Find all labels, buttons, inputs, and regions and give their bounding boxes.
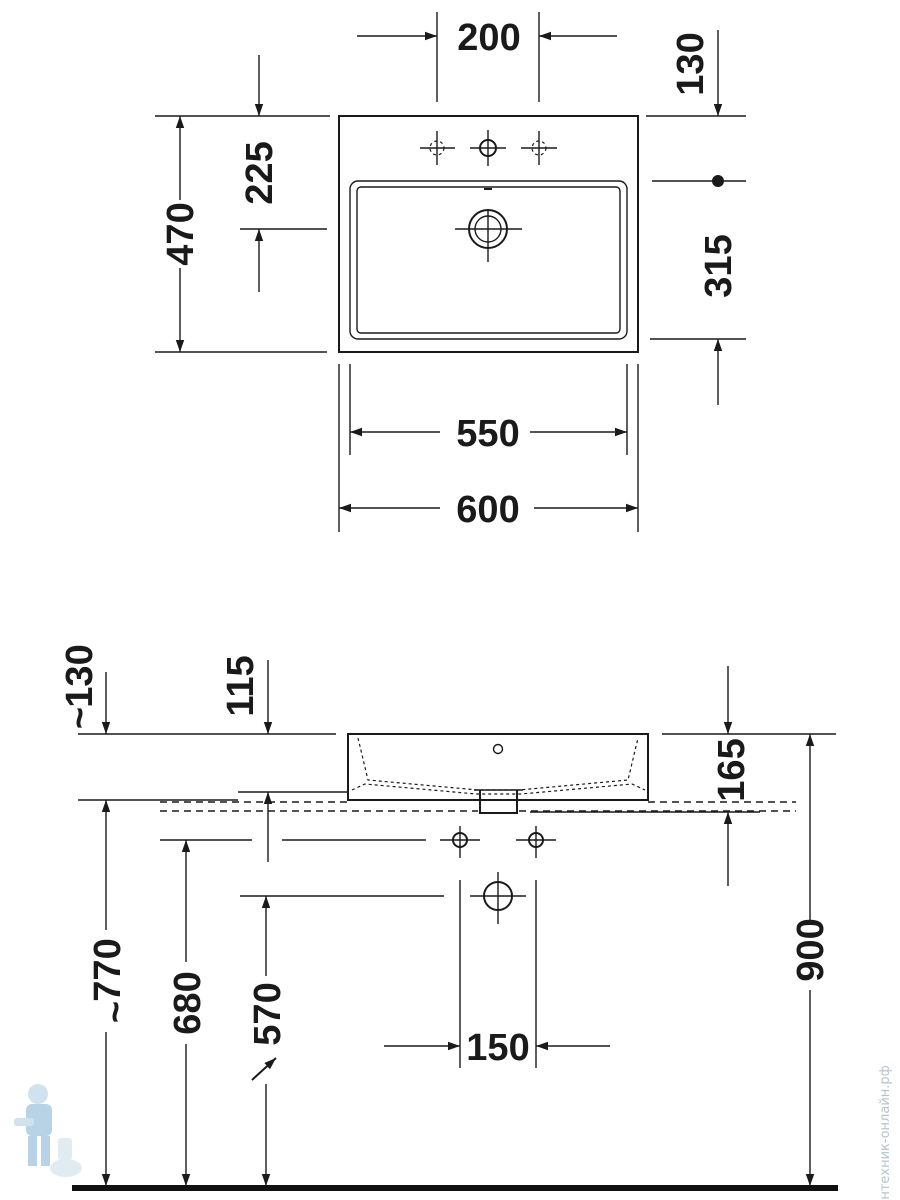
dim-165-label: 165 bbox=[711, 738, 753, 801]
dim-570-pointer-arrow bbox=[251, 1057, 277, 1081]
basin-bowl-inner bbox=[356, 186, 621, 334]
basin-side-outline bbox=[347, 733, 649, 801]
dim-130-side-label: 130 bbox=[59, 644, 101, 707]
dim-130-approx-sign: ~ bbox=[59, 707, 101, 729]
dim-315-label: 315 bbox=[698, 234, 740, 297]
dim-900-label: 900 bbox=[790, 918, 832, 981]
tap-hole-right-icon bbox=[521, 131, 557, 165]
tap-hole-center-icon bbox=[470, 130, 506, 166]
waste-outlet bbox=[479, 790, 518, 814]
dim-770-approx-sign: ~ bbox=[95, 1001, 137, 1023]
dim-470-label: 470 bbox=[160, 202, 202, 265]
dim-150-label: 150 bbox=[466, 1027, 529, 1069]
dim-200-label: 200 bbox=[457, 17, 520, 59]
tap-hole-left-icon bbox=[420, 131, 455, 165]
overflow-hole-icon bbox=[492, 743, 504, 755]
dim-130-top-label: 130 bbox=[670, 32, 712, 95]
supply-pipe-right-icon bbox=[516, 826, 556, 858]
dim-600-label: 600 bbox=[456, 489, 519, 531]
drain-icon bbox=[455, 209, 522, 262]
reference-point bbox=[712, 175, 724, 187]
basin-bowl-outline bbox=[349, 180, 628, 340]
top-view: 200 130 315 225 470 550 600 bbox=[155, 12, 746, 532]
dim-115-label: 115 bbox=[220, 655, 262, 716]
watermark-text: сантехник-онлайн.рф bbox=[878, 1065, 893, 1200]
basin-outer-outline bbox=[338, 115, 639, 353]
side-view: 130 ~ 115 165 900 770 ~ 680 570 150 bbox=[59, 644, 838, 1191]
dim-570-label: 570 bbox=[247, 982, 289, 1045]
supply-pipe-left-icon bbox=[440, 826, 480, 858]
dim-225-label: 225 bbox=[239, 141, 281, 204]
bowl-hidden-profile bbox=[357, 737, 639, 791]
drain-pipe-icon bbox=[470, 872, 526, 924]
plumber-mascot-icon bbox=[14, 1084, 82, 1177]
dim-770-label: 770 bbox=[87, 938, 129, 1001]
dim-550-label: 550 bbox=[456, 413, 519, 455]
dim-680-label: 680 bbox=[167, 971, 209, 1034]
